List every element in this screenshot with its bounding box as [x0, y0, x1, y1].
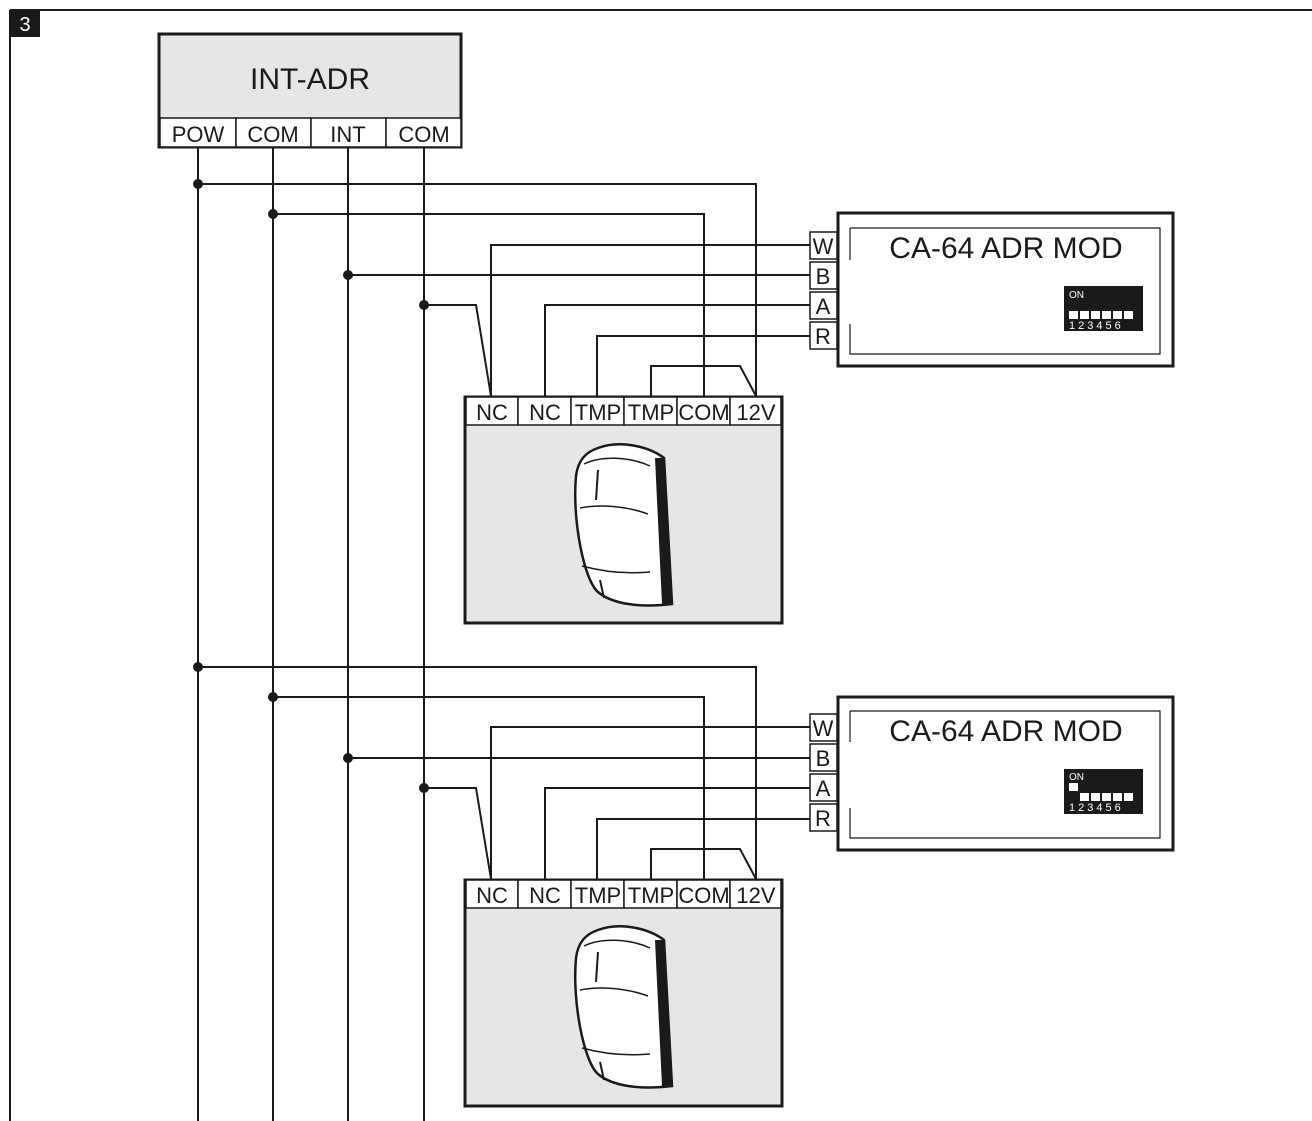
detector-terminal-nc: NC — [476, 883, 508, 908]
terminal-a: A — [816, 776, 831, 801]
detector-terminal-cell — [570, 396, 625, 426]
int-adr-module: INT-ADR POW COM INT COM — [157, 32, 463, 149]
terminal-cell — [809, 261, 838, 290]
wire-tmp-to-12v — [650, 365, 757, 397]
junction-dot — [268, 209, 278, 219]
junction-dot — [193, 662, 203, 672]
detector-terminal-cell — [729, 879, 782, 909]
dip-lever — [1080, 793, 1089, 801]
detector-terminal-nc-2: NC — [529, 883, 561, 908]
wire-pow-to-12v — [198, 183, 757, 396]
int-adr-terminal-cell — [385, 117, 462, 148]
dip-lever — [1124, 311, 1133, 319]
junction-dot — [193, 179, 203, 189]
detector-terminal-cell — [729, 396, 782, 426]
terminal-r: R — [815, 324, 831, 349]
module-title: CA-64 ADR MOD — [889, 715, 1122, 748]
int-adr-terminal-int: INT — [330, 122, 365, 147]
wire-nc-to-w — [490, 726, 810, 879]
module-inner-frame — [849, 710, 1161, 839]
wiring-group-1 — [193, 179, 810, 397]
wire-pow-to-12v — [198, 666, 757, 879]
dip-switch: ON 123456 — [1064, 769, 1143, 814]
terminal-r: R — [815, 806, 831, 831]
wire-nc-to-a — [544, 787, 810, 879]
wire-com-to-nc — [424, 304, 492, 397]
dip-switch-body — [1064, 769, 1143, 814]
detector-terminal-tmp: TMP — [575, 883, 621, 908]
terminal-b: B — [816, 264, 831, 289]
dip-numbers: 123456 — [1069, 320, 1124, 332]
figure-number-badge — [10, 10, 40, 37]
terminal-cell — [809, 743, 838, 772]
terminal-cell — [809, 803, 838, 832]
module-inner-frame — [849, 227, 1161, 355]
dip-lever — [1069, 311, 1078, 319]
detector-terminal-cell — [517, 879, 572, 909]
int-adr-terminal-com-2: COM — [398, 122, 449, 147]
detector-terminal-cell — [623, 396, 678, 426]
detector-terminal-nc-2: NC — [529, 400, 561, 425]
terminal-w: W — [813, 234, 834, 259]
junction-dot — [343, 753, 353, 763]
terminal-cell — [809, 321, 838, 350]
terminal-cell — [809, 773, 838, 802]
dip-lever — [1113, 793, 1122, 801]
dip-switch: ON 123456 — [1064, 286, 1143, 332]
ca64-module-2: CA-64 ADR MOD W B A R ON 123456 — [809, 695, 1175, 852]
dip-switch-body — [1064, 286, 1143, 331]
detector-1: NC NC TMP TMP COM 12V — [463, 395, 784, 625]
detector-terminal-tmp-2: TMP — [628, 400, 674, 425]
wire-com-to-nc — [424, 787, 492, 880]
int-adr-title: INT-ADR — [250, 63, 370, 96]
figure-number: 3 — [19, 14, 30, 36]
detector-terminal-12v: 12V — [736, 883, 775, 908]
detector-terminal-tmp-2: TMP — [628, 883, 674, 908]
wiring-group-2 — [193, 662, 810, 880]
junction-dot — [343, 270, 353, 280]
terminal-cell — [809, 231, 838, 260]
dip-lever — [1113, 311, 1122, 319]
dip-lever — [1091, 311, 1100, 319]
junction-dot — [268, 692, 278, 702]
wire-nc-to-a — [544, 304, 810, 396]
motion-detector-icon — [574, 925, 674, 1089]
detector-terminal-12v: 12V — [736, 400, 775, 425]
wire-nc-to-w — [490, 244, 810, 396]
dip-lever — [1124, 793, 1133, 801]
ca64-module-1: CA-64 ADR MOD W B A R ON 123456 — [809, 211, 1175, 368]
detector-2: NC NC TMP TMP COM 12V — [463, 878, 784, 1108]
dip-numbers: 123456 — [1069, 802, 1124, 814]
junction-dot — [419, 300, 429, 310]
dip-lever — [1102, 311, 1111, 319]
junction-dot — [419, 783, 429, 793]
terminal-cell — [809, 713, 838, 742]
detector-terminal-nc: NC — [476, 400, 508, 425]
terminal-b: B — [816, 746, 831, 771]
detector-terminal-com: COM — [678, 883, 729, 908]
detector-terminal-com: COM — [678, 400, 729, 425]
wire-tmp-to-r — [596, 335, 810, 396]
dip-lever-on — [1069, 783, 1078, 791]
dip-lever — [1091, 793, 1100, 801]
int-adr-terminal-cell — [235, 117, 312, 148]
dip-on-label: ON — [1069, 290, 1084, 301]
int-adr-terminal-com: COM — [247, 122, 298, 147]
module-title: CA-64 ADR MOD — [889, 232, 1122, 265]
terminal-w: W — [813, 716, 834, 741]
detector-terminal-tmp: TMP — [575, 400, 621, 425]
detector-terminal-cell — [465, 879, 519, 909]
int-adr-terminal-pow: POW — [172, 122, 225, 147]
terminal-a: A — [816, 294, 831, 319]
motion-detector-icon — [574, 443, 674, 607]
terminal-cell — [809, 291, 838, 320]
wire-tmp-to-12v — [650, 848, 757, 880]
wire-tmp-to-r — [596, 818, 810, 879]
dip-lever — [1102, 793, 1111, 801]
dip-on-label: ON — [1069, 772, 1084, 783]
dip-lever — [1080, 311, 1089, 319]
detector-terminal-cell — [623, 879, 678, 909]
